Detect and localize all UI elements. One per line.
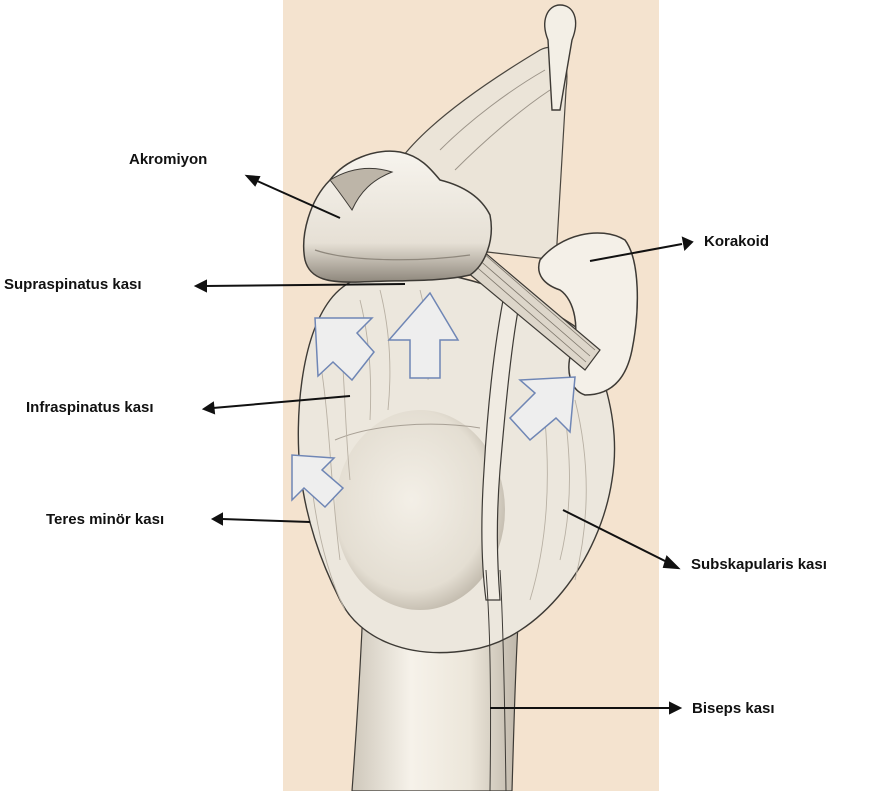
label-korakoid: Korakoid xyxy=(704,233,769,251)
label-subskapularis: Subskapularis kası xyxy=(691,556,827,574)
humeral-head xyxy=(335,410,505,610)
label-biseps: Biseps kası xyxy=(692,700,775,718)
label-teres-minor: Teres minör kası xyxy=(46,511,164,529)
label-infraspinatus: Infraspinatus kası xyxy=(26,399,154,417)
label-akromiyon: Akromiyon xyxy=(129,151,207,169)
label-supraspinatus: Supraspinatus kası xyxy=(4,276,142,294)
